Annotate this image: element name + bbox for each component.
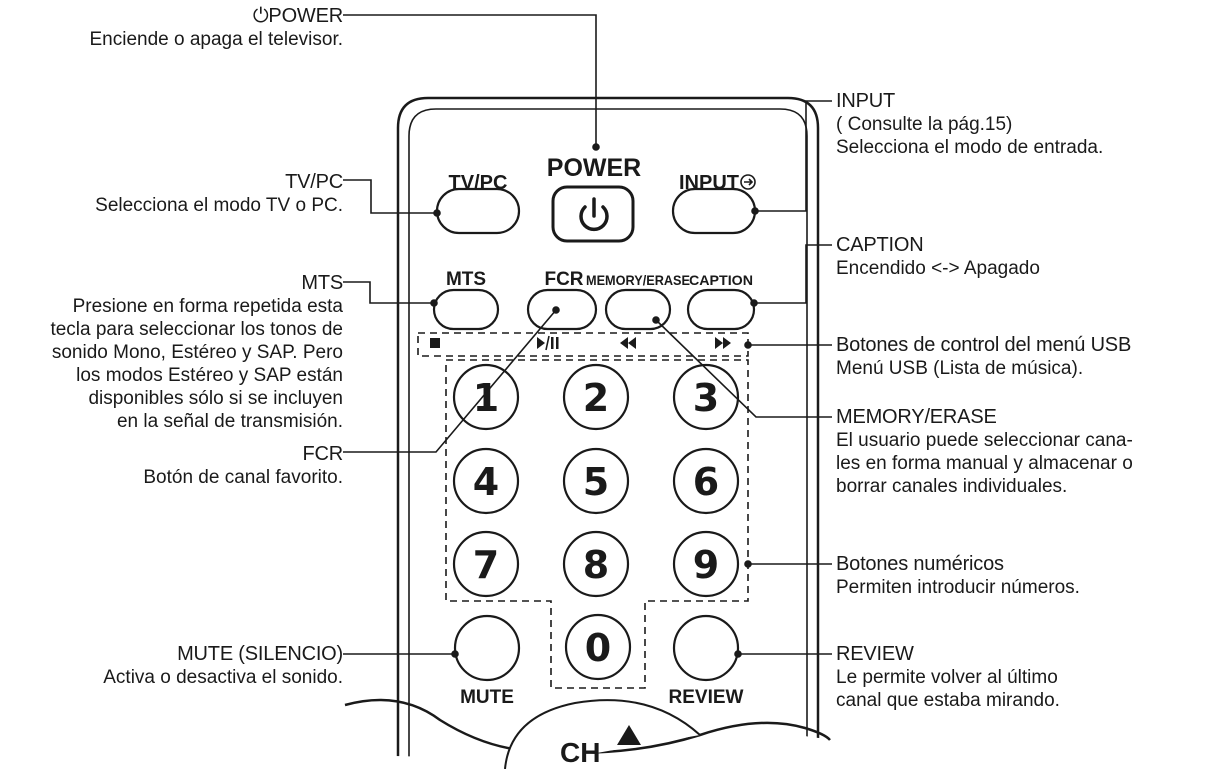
review-label: REVIEW: [669, 687, 744, 708]
annotation-memory-desc-line: El usuario puede seleccionar cana-: [836, 430, 1133, 451]
mts-label: MTS: [446, 269, 486, 290]
annotation-mts-desc-line: disponibles sólo si se incluyen: [88, 388, 343, 409]
leader-lines: [343, 14, 832, 658]
rewind-icon[interactable]: [620, 337, 636, 349]
annotation-mts-desc-line: en la señal de transmisión.: [116, 411, 343, 432]
annotation-mts-title: MTS: [301, 272, 343, 294]
svg-text:3: 3: [693, 376, 719, 420]
caption-button[interactable]: [686, 288, 756, 331]
digit-button-5[interactable]: 5: [562, 447, 630, 515]
annotation-power: ⏻POWER Enciende o apaga el televisor.: [89, 5, 343, 51]
digit-button-2[interactable]: 2: [562, 363, 630, 431]
fast-forward-icon[interactable]: [715, 337, 731, 349]
svg-text:4: 4: [473, 460, 499, 504]
annotation-mute-desc: Activa o desactiva el sonido.: [103, 667, 343, 688]
svg-text:5: 5: [583, 460, 609, 504]
ch-label: CH: [560, 737, 600, 768]
power-icon: [579, 197, 609, 232]
annotation-mts-desc-line: los modos Estéreo y SAP están: [76, 365, 343, 386]
digit-button-8[interactable]: 8: [562, 530, 630, 598]
digit-button-3[interactable]: 3: [672, 363, 740, 431]
annotation-caption-title: CAPTION: [836, 234, 924, 256]
digit-button-0[interactable]: 0: [564, 613, 632, 681]
annotation-mts-desc-line: tecla para seleccionar los tonos de: [50, 319, 343, 340]
annotation-review-desc-line: canal que estaba mirando.: [836, 690, 1060, 711]
annotation-mute-title: MUTE (SILENCIO): [177, 643, 343, 665]
annotation-fcr-desc: Botón de canal favorito.: [143, 467, 343, 488]
annotation-numeric-desc: Permiten introducir números.: [836, 577, 1080, 598]
memory-erase-button[interactable]: [604, 288, 672, 331]
annotation-review-title: REVIEW: [836, 643, 914, 665]
annotation-mts: MTS Presione en forma repetida esta tecl…: [50, 272, 343, 433]
annotation-numeric-title: Botones numéricos: [836, 553, 1004, 575]
svg-text:6: 6: [693, 460, 719, 504]
numeric-buttons-box: [445, 359, 749, 689]
svg-text:7: 7: [473, 543, 499, 587]
digit-button-9[interactable]: 9: [672, 530, 740, 598]
tvpc-button[interactable]: [435, 187, 521, 235]
memory-label: MEMORY/ERASE: [586, 272, 690, 288]
annotation-power-title: ⏻POWER: [252, 5, 343, 27]
ch-up-icon: [617, 725, 641, 745]
annotation-input-title: INPUT: [836, 90, 896, 112]
annotation-tvpc-title: TV/PC: [285, 171, 343, 193]
annotation-fcr-title: FCR: [302, 443, 343, 465]
mts-button[interactable]: [432, 288, 500, 331]
annotation-mute: MUTE (SILENCIO) Activa o desactiva el so…: [103, 643, 343, 689]
input-icon: [740, 174, 756, 190]
digit-button-6[interactable]: 6: [672, 447, 740, 515]
mute-label: MUTE: [460, 687, 514, 708]
annotation-caption: CAPTION Encendido <-> Apagado: [836, 234, 1040, 280]
usb-controls-box: [417, 332, 749, 357]
svg-text:0: 0: [585, 626, 611, 670]
annotation-usb-title: Botones de control del menú USB: [836, 334, 1132, 356]
fcr-label: FCR: [544, 269, 583, 290]
review-button[interactable]: [672, 614, 740, 682]
annotation-memory-desc-line: les en forma manual y almacenar o: [836, 453, 1133, 474]
annotation-memory-desc-line: borrar canales individuales.: [836, 476, 1068, 497]
mute-button[interactable]: [453, 614, 521, 682]
annotation-input-desc-line: ( Consulte la pág.15): [836, 114, 1013, 135]
annotation-tvpc: TV/PC Selecciona el modo TV o PC.: [95, 171, 343, 217]
input-button[interactable]: [671, 187, 757, 235]
annotation-power-desc: Enciende o apaga el televisor.: [89, 29, 343, 50]
annotation-memory-title: MEMORY/ERASE: [836, 406, 997, 428]
svg-text:9: 9: [693, 543, 719, 587]
annotation-usb: Botones de control del menú USB Menú USB…: [836, 334, 1131, 380]
annotation-numeric: Botones numéricos Permiten introducir nú…: [836, 553, 1080, 599]
annotation-mts-desc-line: sonido Mono, Estéreo y SAP. Pero: [51, 342, 343, 363]
caption-label: CAPTION: [689, 272, 753, 288]
digit-button-4[interactable]: 4: [452, 447, 520, 515]
play-pause-icon[interactable]: [537, 335, 559, 351]
annotation-input-desc-line: Selecciona el modo de entrada.: [836, 137, 1104, 158]
power-label: POWER: [547, 154, 641, 182]
annotation-mts-desc-line: Presione en forma repetida esta: [72, 296, 343, 317]
annotation-review: REVIEW Le permite volver al último canal…: [836, 643, 1060, 712]
annotation-tvpc-desc: Selecciona el modo TV o PC.: [95, 195, 343, 216]
annotation-usb-desc: Menú USB (Lista de música).: [836, 358, 1084, 379]
annotation-fcr: FCR Botón de canal favorito.: [143, 443, 343, 489]
svg-text:8: 8: [583, 543, 609, 587]
fcr-button[interactable]: [526, 288, 598, 331]
stop-icon[interactable]: [430, 338, 440, 348]
annotation-caption-desc: Encendido <-> Apagado: [836, 258, 1040, 279]
annotation-memory: MEMORY/ERASE El usuario puede selecciona…: [836, 406, 1133, 498]
svg-text:2: 2: [583, 376, 609, 420]
annotation-review-desc-line: Le permite volver al último: [836, 667, 1058, 688]
annotation-input: INPUT ( Consulte la pág.15) Selecciona e…: [836, 90, 1103, 159]
digit-button-7[interactable]: 7: [452, 530, 520, 598]
